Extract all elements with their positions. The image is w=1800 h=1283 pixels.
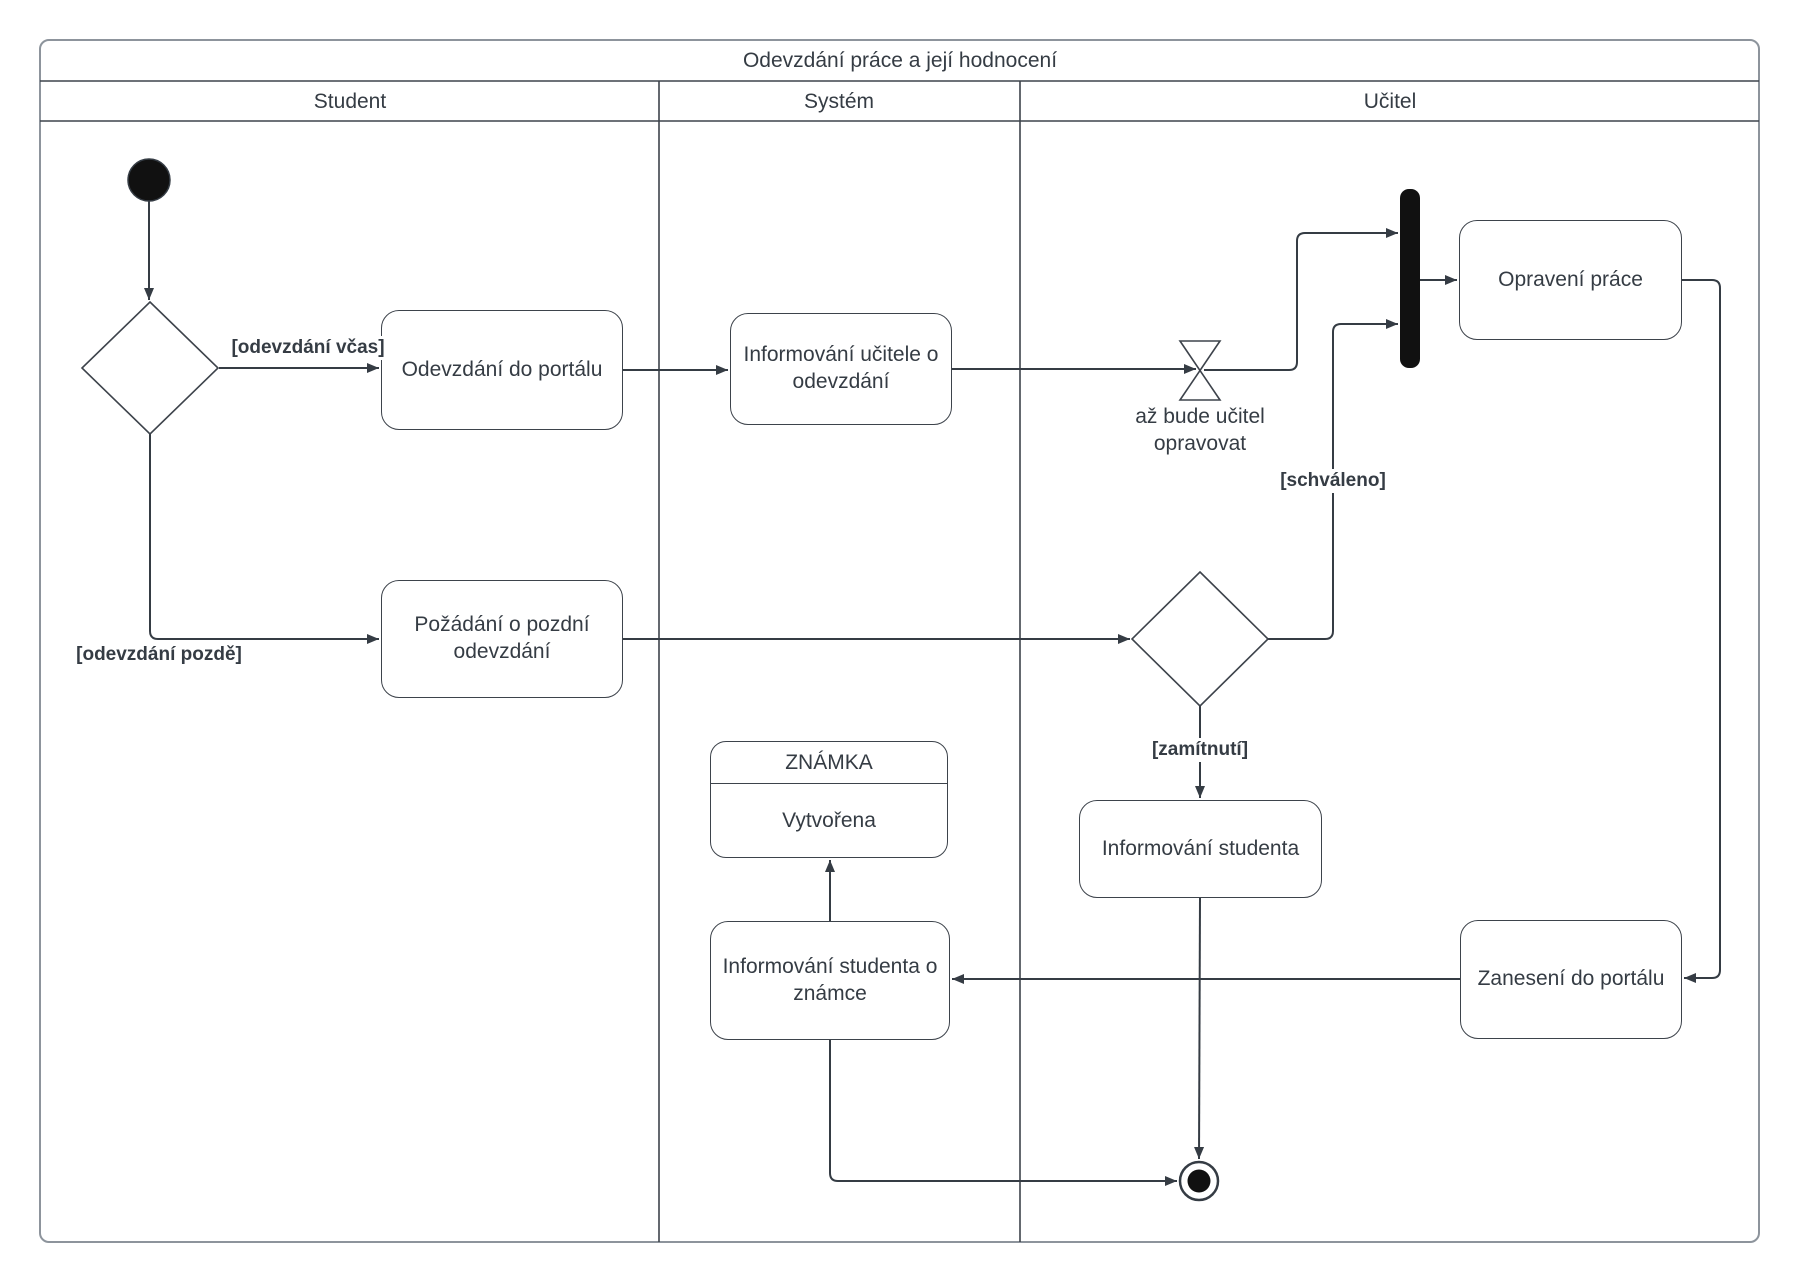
object-node-title: ZNÁMKA	[711, 742, 947, 784]
edge-wait-to-fork[interactable]	[1204, 228, 1398, 371]
object-node-state: Vytvořena	[782, 808, 876, 832]
action-odevzdani-do-portalu[interactable]: Odevzdání do portálu	[381, 310, 623, 430]
action-label: Odevzdání do portálu	[401, 357, 603, 381]
edge-informovani-znamka-to-final[interactable]	[829, 1040, 1177, 1186]
action-label: Opravení práce	[1498, 267, 1643, 291]
lane-header-system[interactable]: Systém	[803, 90, 875, 113]
diagram-title: Odevzdání práce a její hodnocení	[742, 49, 1058, 72]
edge-decision1-to-pozadani[interactable]	[149, 434, 379, 644]
wait-event-label: až bude učitel opravovat	[1135, 405, 1265, 455]
final-node-inner	[1187, 1169, 1211, 1193]
edge-informovani-studenta-to-final[interactable]	[1194, 897, 1205, 1160]
action-label: Požádání o pozdní odevzdání	[414, 613, 590, 663]
pool-frame[interactable]	[39, 39, 1760, 1243]
join-bar[interactable]	[1400, 189, 1420, 368]
lane-header-ucitel[interactable]: Učitel	[1363, 90, 1417, 113]
initial-node[interactable]	[127, 158, 171, 202]
action-pozadani-o-pozdni[interactable]: Požádání o pozdní odevzdání	[381, 580, 623, 698]
action-label: Informování studenta o známce	[722, 954, 938, 1005]
guard-schvaleno: [schváleno]	[1277, 469, 1389, 493]
guard-zamitnuti: [zamítnutí]	[1148, 738, 1252, 762]
action-label: Zanesení do portálu	[1477, 967, 1665, 991]
decision-node-2[interactable]	[1130, 570, 1270, 708]
object-node-znamka[interactable]: ZNÁMKA Vytvořena	[710, 741, 948, 858]
edge-opraveni-to-zaneseni[interactable]	[1682, 279, 1721, 983]
lane-header-student[interactable]: Student	[313, 90, 387, 113]
guard-odevzdani-pozde: [odevzdání pozdě]	[73, 643, 245, 667]
action-label: Informování učitele o odevzdání	[743, 343, 939, 393]
action-informovani-studenta[interactable]: Informování studenta	[1079, 800, 1322, 898]
decision-node-1[interactable]	[80, 300, 220, 436]
action-informovani-ucitele[interactable]: Informování učitele o odevzdání	[730, 313, 952, 425]
guard-odevzdani-vcas: [odevzdání včas]	[228, 336, 388, 360]
wait-time-event-hourglass[interactable]	[1178, 340, 1222, 401]
action-informovani-studenta-o-znamce[interactable]: Informování studenta o známce	[710, 921, 950, 1040]
action-zaneseni-do-portalu[interactable]: Zanesení do portálu	[1460, 920, 1682, 1039]
action-label: Informování studenta	[1101, 836, 1300, 860]
action-opraveni-prace[interactable]: Opravení práce	[1459, 220, 1682, 340]
